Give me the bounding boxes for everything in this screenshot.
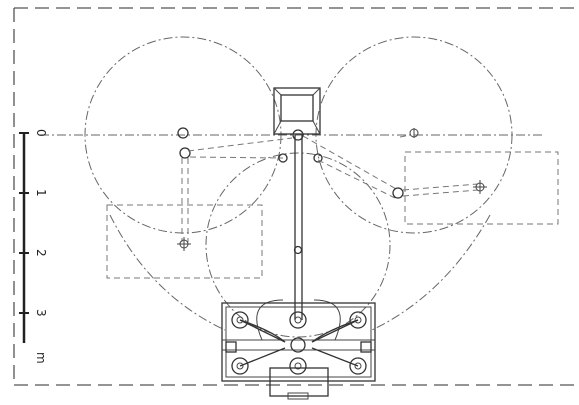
left-work-zone <box>106 204 263 279</box>
site-boundary <box>13 7 579 386</box>
scale-unit-label: m <box>34 352 48 364</box>
scale-label-1: 1 <box>34 189 48 197</box>
reach-envelopes <box>84 36 513 338</box>
boom-pivot-top <box>292 129 304 141</box>
right-work-zone <box>404 151 559 225</box>
wheel-top-left <box>231 311 249 329</box>
left-outer-envelope <box>109 214 226 331</box>
right-reach-circle <box>315 36 513 234</box>
left-arm-hinge <box>278 153 288 163</box>
wheel-bottom-right <box>349 357 367 375</box>
base-frame-outer <box>221 302 376 382</box>
scale-label-3: 3 <box>34 309 48 317</box>
left-rotation-arc <box>256 299 284 341</box>
central-boom <box>292 129 304 320</box>
head-unit-frame <box>273 87 321 135</box>
scale-bar: 0 1 2 3 m <box>19 129 48 364</box>
head-unit-inner <box>280 94 314 122</box>
left-reach-circle <box>84 36 282 234</box>
lower-reach-circle <box>205 152 391 338</box>
left-arm-joint-lower <box>179 147 191 159</box>
wheel-bottom-center <box>289 357 307 375</box>
base-handle <box>269 367 329 397</box>
right-arm-hinge <box>313 153 323 163</box>
base-carriage <box>221 302 376 400</box>
boom-pivot-mid <box>293 245 303 255</box>
head-unit <box>273 87 321 135</box>
right-outer-envelope <box>371 214 491 331</box>
left-arm-joint-upper <box>177 127 189 139</box>
base-center-hub <box>290 337 306 353</box>
right-rotation-arc <box>313 299 341 341</box>
wheel-top-right <box>349 311 367 329</box>
wheel-bottom-left <box>231 357 249 375</box>
right-arm-elbow <box>392 187 404 199</box>
scale-label-0: 0 <box>34 129 48 137</box>
scale-label-2: 2 <box>34 249 48 257</box>
wheel-top-center <box>289 311 307 329</box>
right-arm <box>278 128 487 199</box>
left-arm <box>177 127 293 251</box>
